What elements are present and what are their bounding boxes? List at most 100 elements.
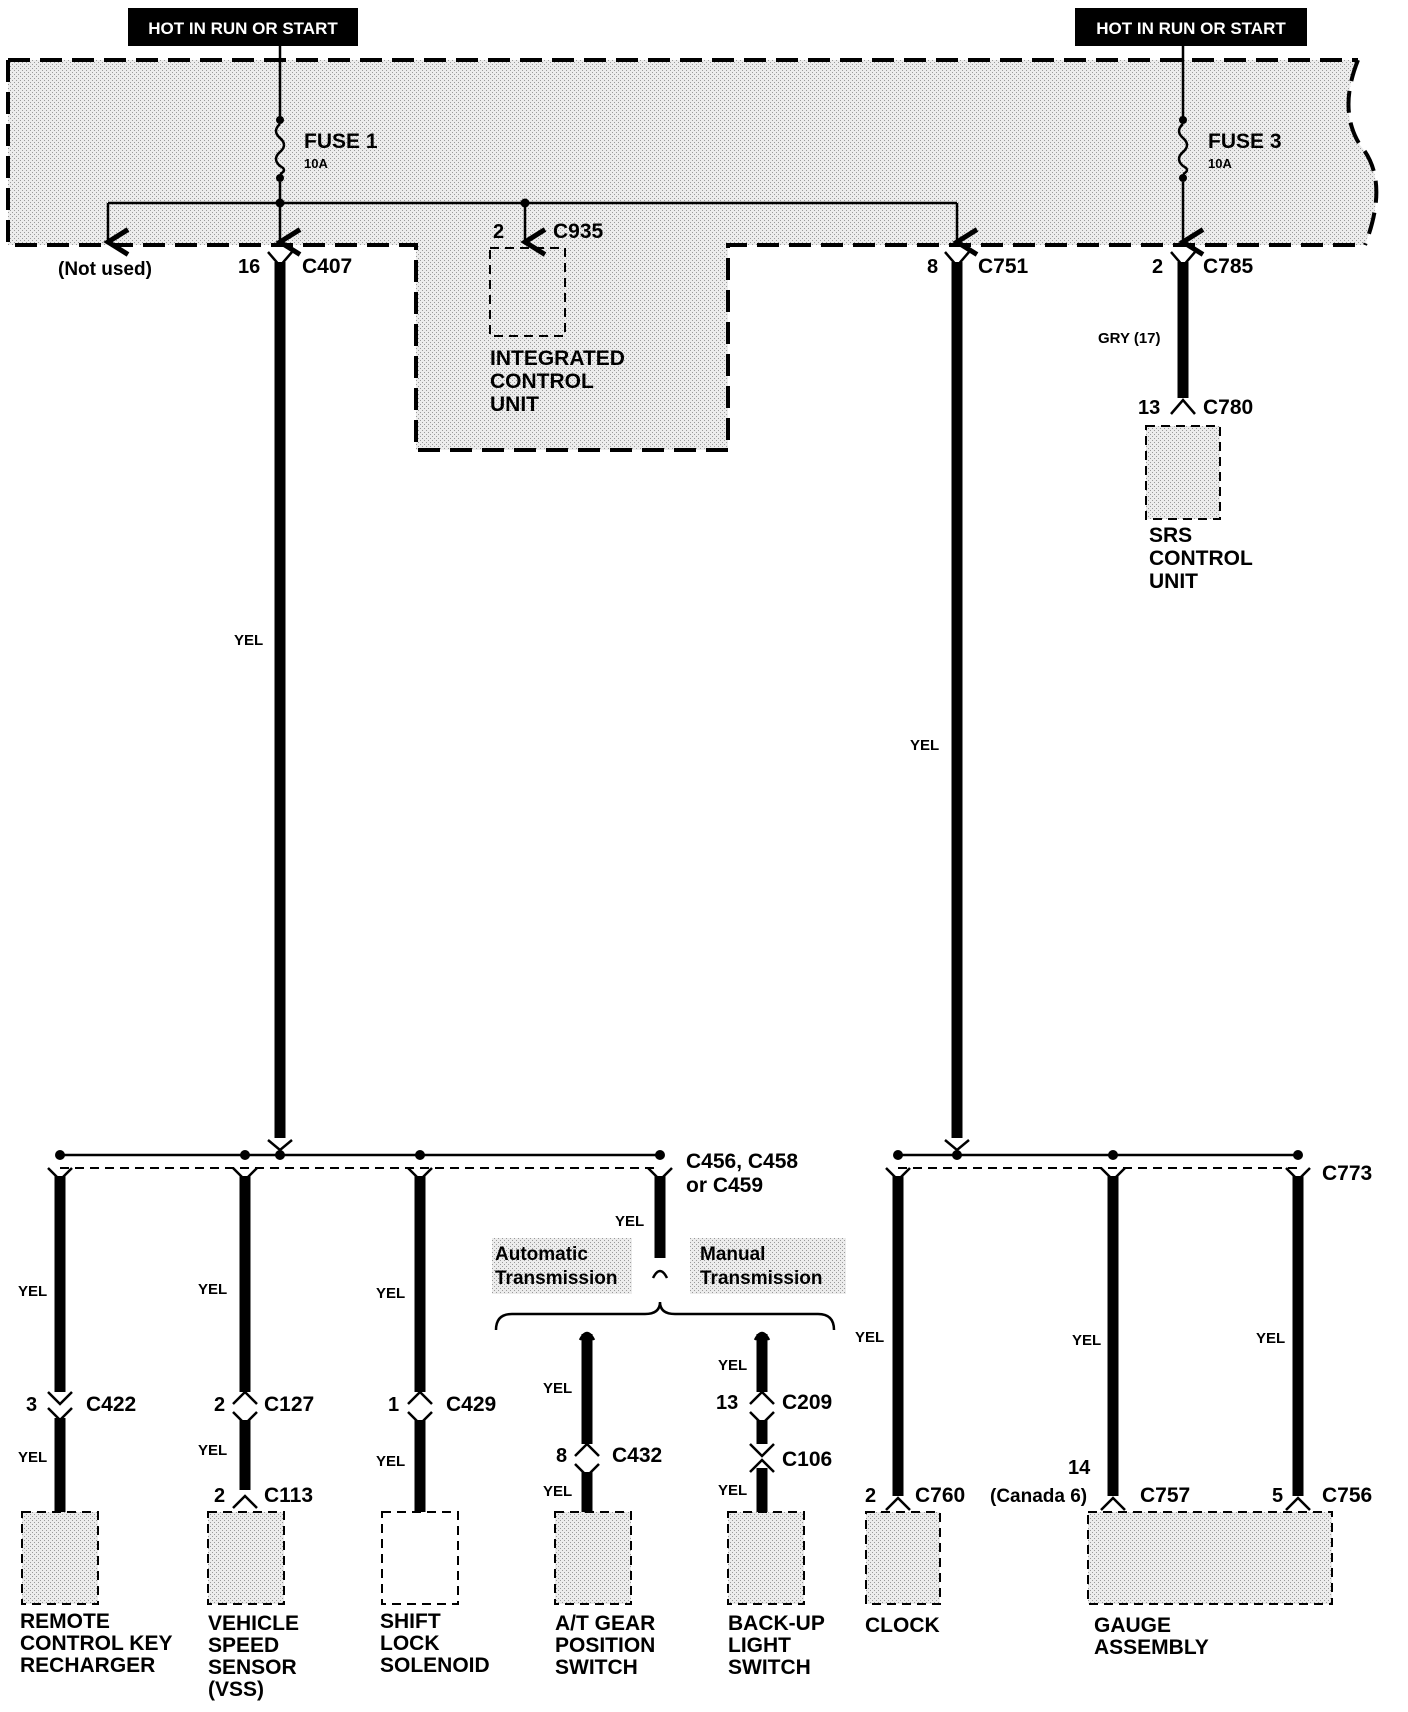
auto-trans-label-1: Automatic (495, 1244, 588, 1265)
c429-id: C429 (446, 1393, 496, 1416)
c757-canada: (Canada 6) (990, 1486, 1087, 1507)
c935-pin: 2 (493, 221, 504, 243)
wire-clock-color: YEL (855, 1329, 884, 1346)
c756-id: C756 (1322, 1484, 1372, 1507)
auto-trans-label-2: Transmission (495, 1268, 618, 1289)
c422-symbol (47, 1391, 73, 1422)
connector-symbols-top (267, 251, 1196, 268)
vehicle-speed-sensor: VEHICLE SPEED SENSOR (VSS) (207, 1511, 299, 1701)
wire-backup-color-1: YEL (718, 1357, 747, 1374)
shift-lock-solenoid: SHIFT LOCK SOLENOID (380, 1511, 490, 1677)
backup-light-switch: BACK-UP LIGHT SWITCH (727, 1511, 825, 1679)
icu-label-2: CONTROL (490, 370, 594, 393)
wire-c785-color: GRY (17) (1098, 330, 1161, 347)
icu-label-1: INTEGRATED (490, 347, 625, 370)
atgear-label-1: A/T GEAR (555, 1612, 655, 1635)
c760-id: C760 (915, 1484, 965, 1507)
atgear-label-3: SWITCH (555, 1656, 638, 1679)
not-used-label: (Not used) (58, 259, 152, 280)
c751-pin: 8 (927, 256, 938, 278)
c432-symbol (574, 1442, 600, 1478)
c760-symbol (885, 1496, 911, 1511)
header-right: HOT IN RUN OR START (1075, 8, 1307, 46)
header-right-text: HOT IN RUN OR START (1096, 19, 1286, 38)
c780-symbol (1170, 398, 1196, 415)
c432-id: C432 (612, 1444, 662, 1467)
srs-control-unit: SRS CONTROL UNIT (1145, 425, 1253, 593)
clock-label: CLOCK (865, 1614, 940, 1637)
c127-pin: 2 (214, 1394, 225, 1416)
c756-symbol (1285, 1496, 1311, 1511)
wire-c751-color: YEL (910, 737, 939, 754)
c756-pin: 5 (1272, 1485, 1283, 1507)
wire-vss-color-2: YEL (198, 1442, 227, 1459)
fuse-1-name: FUSE 1 (304, 130, 378, 153)
atgear-top-connector (578, 1331, 596, 1341)
integrated-control-unit: INTEGRATED CONTROL UNIT (489, 247, 625, 416)
gauge-label-2: ASSEMBLY (1094, 1636, 1209, 1659)
fuse-3: FUSE 3 10A (1177, 116, 1282, 182)
wire-shift-color-1: YEL (376, 1285, 405, 1302)
c407-id: C407 (302, 255, 352, 278)
gauge-assembly: GAUGE ASSEMBLY (1087, 1511, 1333, 1659)
c785-id: C785 (1203, 255, 1254, 278)
wire-shift-color-2: YEL (376, 1453, 405, 1470)
header-left: HOT IN RUN OR START (128, 8, 358, 46)
automatic-transmission-box: Automatic Transmission (492, 1238, 632, 1294)
c209-symbol (749, 1390, 775, 1426)
at-gear-position-switch: A/T GEAR POSITION SWITCH (554, 1511, 655, 1679)
vss-label-4: (VSS) (208, 1678, 264, 1701)
wire-remote-color-1: YEL (18, 1283, 47, 1300)
vss-label-3: SENSOR (208, 1656, 297, 1679)
manual-trans-label-1: Manual (700, 1244, 765, 1265)
remote-label-3: RECHARGER (20, 1654, 155, 1677)
wire-trans-color: YEL (615, 1213, 644, 1230)
c106-symbol (749, 1443, 775, 1473)
srs-label-2: CONTROL (1149, 547, 1253, 570)
c209-pin: 13 (716, 1392, 738, 1414)
c407-pin: 16 (238, 256, 260, 278)
manual-transmission-box: Manual Transmission (690, 1238, 846, 1294)
c757-pin: 14 (1068, 1457, 1091, 1479)
fuse-box (6, 58, 1379, 452)
remote-control-key-recharger: REMOTE CONTROL KEY RECHARGER (20, 1511, 172, 1677)
splice-left (47, 1139, 673, 1182)
fuse-1-rating: 10A (304, 156, 328, 171)
vss-label-1: VEHICLE (208, 1612, 299, 1635)
fuse-3-rating: 10A (1208, 156, 1232, 171)
c429-pin: 1 (388, 1394, 399, 1416)
backup-top-connector (753, 1331, 771, 1341)
icu-label-3: UNIT (490, 393, 539, 416)
c757-id: C757 (1140, 1484, 1190, 1507)
backup-label-3: SWITCH (728, 1656, 811, 1679)
c113-symbol (232, 1494, 258, 1509)
c432-pin: 8 (556, 1445, 567, 1467)
fuse-3-name: FUSE 3 (1208, 130, 1282, 153)
shift-label-2: LOCK (380, 1632, 440, 1655)
splice-left-id-1: C456, C458 (686, 1150, 798, 1173)
c209-id: C209 (782, 1391, 832, 1414)
clock: CLOCK (865, 1511, 941, 1637)
c113-pin: 2 (214, 1485, 225, 1507)
backup-label-1: BACK-UP (728, 1612, 825, 1635)
splice-right (885, 1139, 1311, 1182)
fuse-1: FUSE 1 10A (274, 116, 378, 182)
c127-symbol (232, 1390, 258, 1426)
backup-label-2: LIGHT (728, 1634, 791, 1657)
splice-right-id: C773 (1322, 1162, 1372, 1185)
c106-id: C106 (782, 1448, 832, 1471)
srs-label-3: UNIT (1149, 570, 1198, 593)
manual-trans-label-2: Transmission (700, 1268, 823, 1289)
c751-id: C751 (978, 255, 1029, 278)
vss-label-2: SPEED (208, 1634, 279, 1657)
gauge-label-1: GAUGE (1094, 1614, 1171, 1637)
remote-label-1: REMOTE (20, 1610, 110, 1633)
wire-c407-color: YEL (234, 632, 263, 649)
transmission-brace (494, 1301, 836, 1331)
atgear-label-2: POSITION (555, 1634, 655, 1657)
wire-remote-color-2: YEL (18, 1449, 47, 1466)
splice-left-id-2: or C459 (686, 1174, 763, 1197)
c422-id: C422 (86, 1393, 136, 1416)
c113-id: C113 (264, 1484, 313, 1507)
c127-id: C127 (264, 1393, 314, 1416)
